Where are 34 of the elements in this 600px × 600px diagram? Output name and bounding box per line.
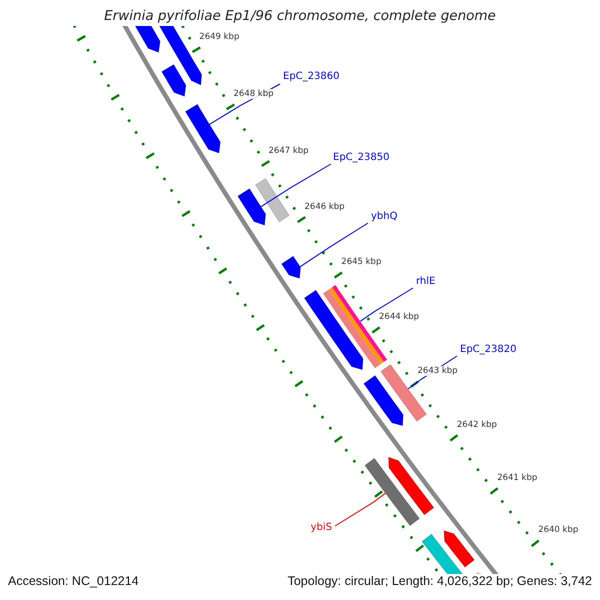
tick-label: 2646 kbp <box>304 202 345 212</box>
tick-label: 2640 kbp <box>538 525 578 536</box>
tick-label: 2642 kbp <box>456 420 497 430</box>
tick-label: 2649 kbp <box>199 32 240 42</box>
tick-label: 2647 kbp <box>268 146 309 156</box>
gene-label: ybhQ <box>371 211 398 223</box>
gene-feature <box>237 188 266 226</box>
genome-summary-text: Topology: circular; Length: 4,026,322 bp; Genes: 3,742 <box>288 574 592 589</box>
gene-feature <box>184 104 221 154</box>
gene-feature <box>422 534 464 574</box>
tick-label: 2643 kbp <box>418 366 458 376</box>
gene-feature <box>444 530 475 568</box>
gene-label: rhlE <box>416 276 436 288</box>
leader-line <box>334 492 386 526</box>
leader-line <box>260 164 332 208</box>
accession-text: Accession: NC_012214 <box>8 574 139 589</box>
tick-label: 2641 kbp <box>497 472 538 484</box>
gene-label: ybiS <box>310 522 332 534</box>
gene-label: EpC_23850 <box>333 152 390 164</box>
gene-feature <box>304 290 364 370</box>
leader-line <box>360 288 414 322</box>
gene-feature <box>161 64 186 97</box>
map-title: Erwinia pyrifoliae Ep1/96 chromosome, complete genome <box>103 8 497 24</box>
gene-feature <box>254 178 290 223</box>
gene-feature <box>388 456 434 516</box>
tick-label: 2648 kbp <box>234 88 274 100</box>
gene-label: EpC_23820 <box>460 344 516 356</box>
leader-line <box>300 222 368 268</box>
tick-label: 2645 kbp <box>341 257 382 268</box>
gene-feature <box>363 375 404 426</box>
gene-feature <box>281 256 301 279</box>
gene-feature <box>364 458 420 526</box>
gene-label: EpC_23860 <box>283 71 340 83</box>
tick-label: 2644 kbp <box>379 312 420 322</box>
